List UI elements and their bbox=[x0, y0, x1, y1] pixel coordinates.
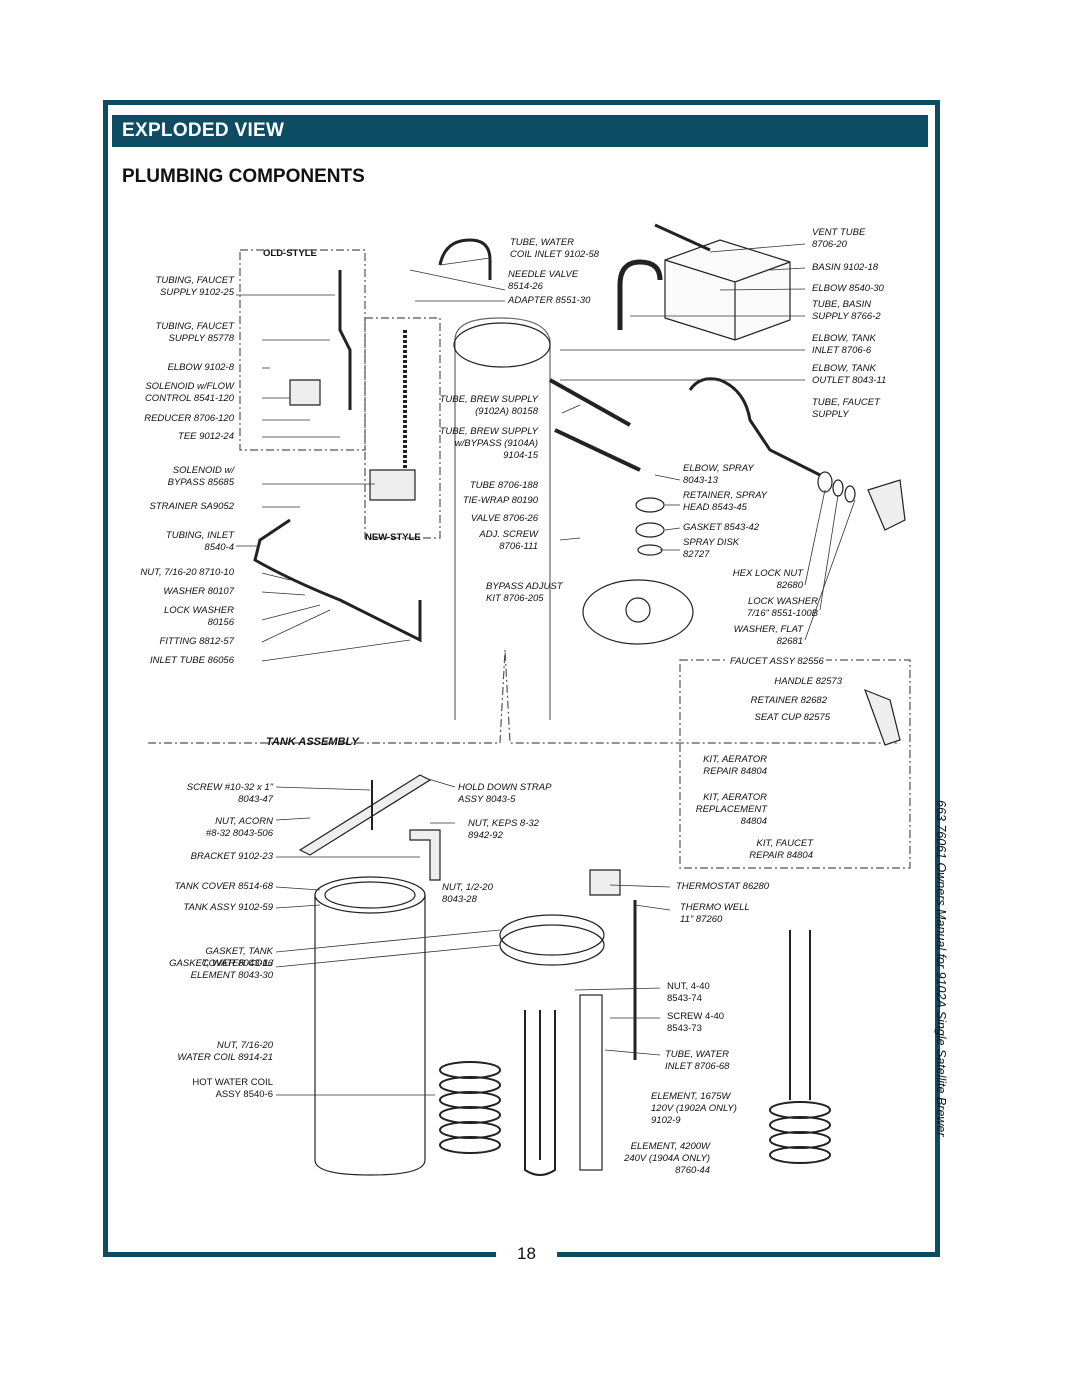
part-label: BRACKET 9102-23 bbox=[190, 851, 273, 862]
part-label: STRAINER SA9052 bbox=[149, 501, 234, 512]
part-label: TIE-WRAP 80190 bbox=[462, 495, 538, 506]
part-label: FITTING 8812-57 bbox=[159, 636, 234, 647]
part-label: NUT, ACORN#8-32 8043-506 bbox=[205, 816, 273, 839]
part-label: NUT, 7/16-20 8710-10 bbox=[140, 567, 234, 578]
part-label: REDUCER 8706-120 bbox=[144, 413, 234, 424]
part-label: BASIN 9102-18 bbox=[812, 262, 879, 273]
part-label: SOLENOID w/BYPASS 85685 bbox=[167, 465, 234, 488]
part-label: TANK COVER 8514-68 bbox=[174, 881, 273, 892]
part-label: TUBE, BREW SUPPLY(9102A) 80158 bbox=[439, 394, 538, 417]
page-frame bbox=[103, 100, 940, 1257]
part-label: TANK ASSY 9102-59 bbox=[183, 902, 273, 913]
part-label: THERMOSTAT 86280 bbox=[676, 881, 770, 892]
part-label: TUBE 8706-188 bbox=[469, 480, 538, 491]
part-label: SEAT CUP 82575 bbox=[754, 712, 830, 723]
part-label: 84804 bbox=[740, 816, 767, 827]
part-label: SCREW #10-32 x 1"8043-47 bbox=[186, 782, 273, 805]
part-label: ELBOW 9102-8 bbox=[167, 362, 234, 373]
old-style-label: OLD-STYLE bbox=[263, 248, 317, 259]
tank-assembly-label: TANK ASSEMBLY bbox=[266, 736, 359, 748]
frame-bottom-left bbox=[103, 1252, 496, 1257]
page-number: 18 bbox=[517, 1244, 536, 1263]
part-label: TEE 9012-24 bbox=[178, 431, 234, 442]
header-exploded-view: EXPLODED VIEW bbox=[112, 115, 928, 147]
part-label: 9104-15 bbox=[503, 450, 538, 461]
part-label: RETAINER 82682 bbox=[750, 695, 827, 706]
section-title: PLUMBING COMPONENTS bbox=[122, 166, 365, 187]
part-label: FAUCET ASSY 82556 bbox=[728, 656, 826, 668]
new-style-label: NEW-STYLE bbox=[365, 532, 421, 543]
frame-bottom-right bbox=[557, 1252, 940, 1257]
part-label: INLET TUBE 86056 bbox=[150, 655, 234, 666]
part-label: ADAPTER 8551-30 bbox=[508, 295, 591, 306]
part-label: VALVE 8706-26 bbox=[470, 513, 538, 524]
part-label: WASHER 80107 bbox=[163, 586, 234, 597]
part-label: ELBOW 8540-30 bbox=[812, 283, 884, 294]
part-label: GASKET, WATER COIL/ELEMENT 8043-30 bbox=[169, 958, 273, 981]
part-label: GASKET 8543-42 bbox=[683, 522, 760, 533]
part-label: HANDLE 82573 bbox=[774, 676, 842, 687]
